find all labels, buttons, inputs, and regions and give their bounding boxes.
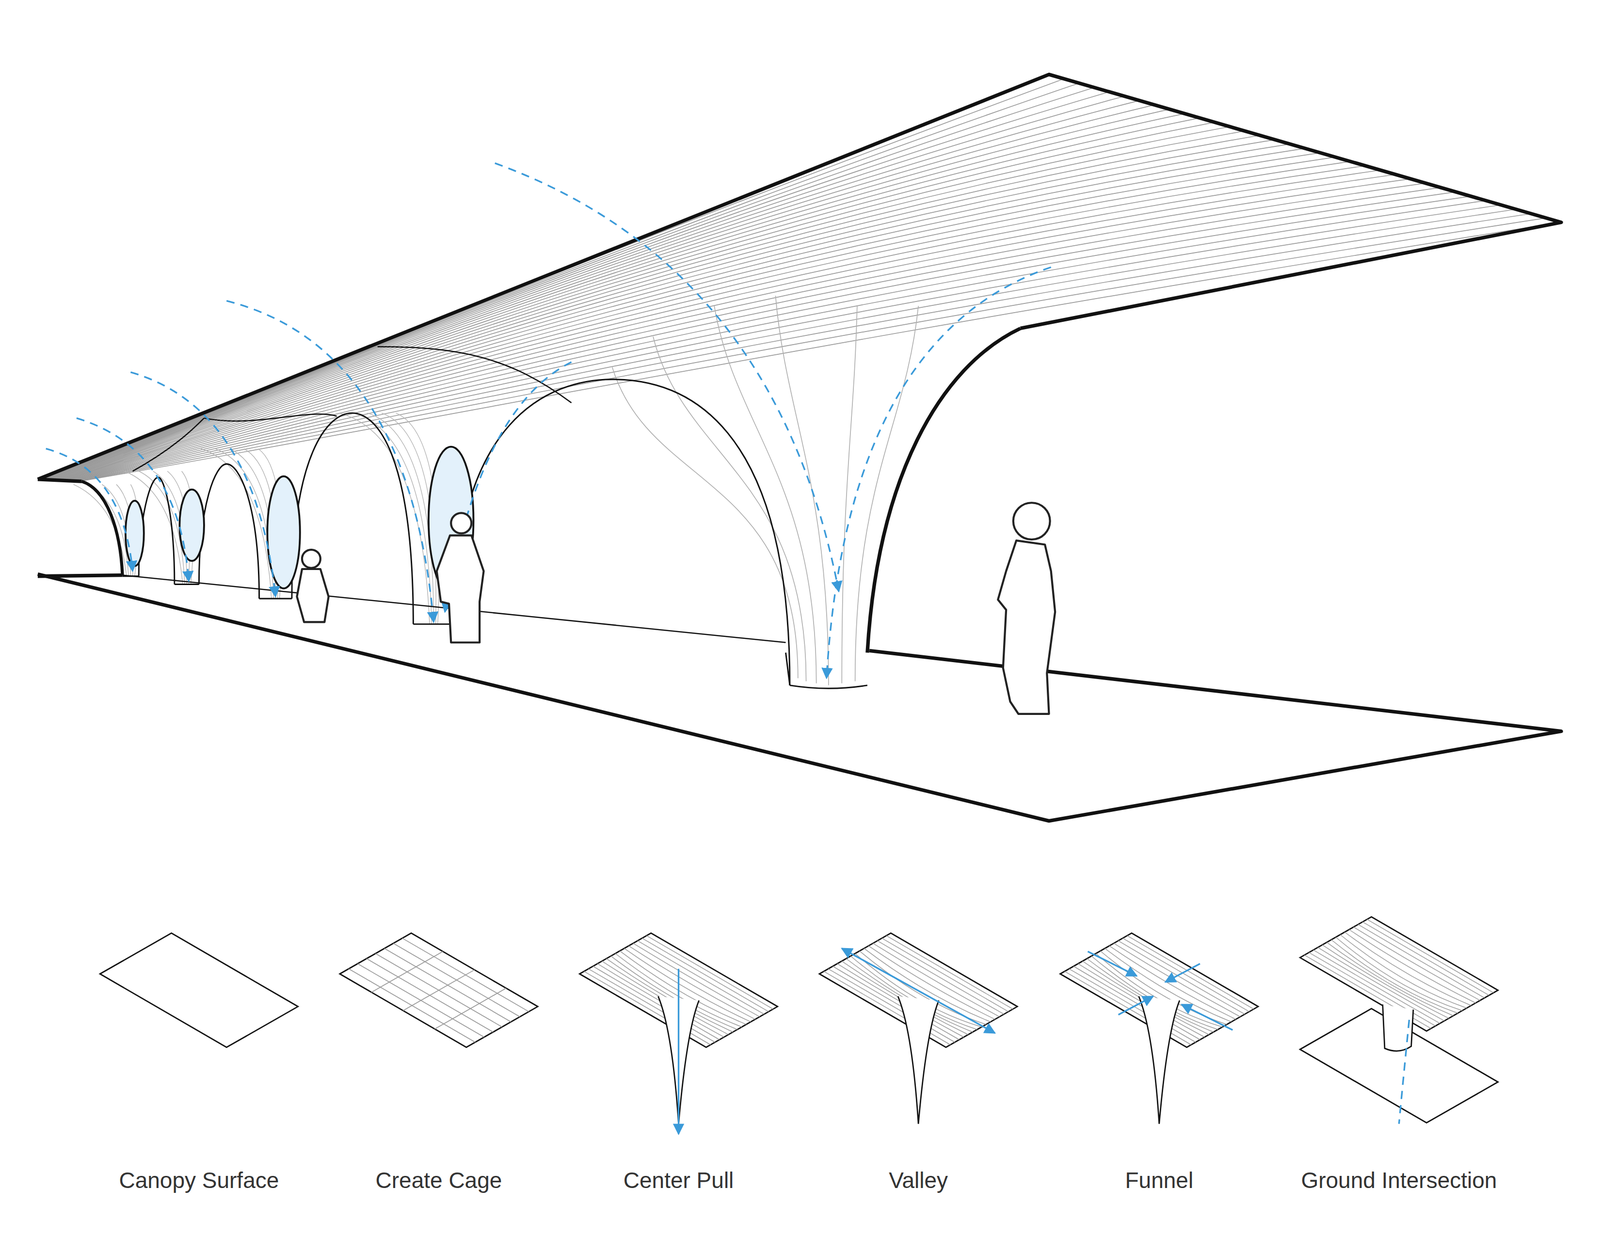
- step-label: Funnel: [1124, 1167, 1194, 1195]
- contour-line: [63, 161, 1351, 481]
- contour-line: [1358, 924, 1485, 998]
- contour-line: [1362, 922, 1489, 996]
- plate-outline: [339, 933, 538, 1048]
- column-opening: [179, 489, 205, 561]
- contour-line: [138, 471, 185, 585]
- contour-line: [637, 941, 765, 1015]
- arch-curve: [454, 379, 790, 686]
- column-base: [122, 575, 140, 577]
- contour-line: [215, 448, 274, 599]
- contour-line: [124, 471, 183, 585]
- contour-line: [1366, 919, 1494, 993]
- cage-line: [348, 969, 476, 1043]
- cage-line: [371, 951, 443, 993]
- column-base: [413, 623, 454, 625]
- flow-arc: [130, 372, 276, 597]
- contour-line: [1353, 927, 1481, 1001]
- flow-arc: [46, 448, 133, 572]
- step-diagrams: [99, 916, 1498, 1135]
- arch-curve: [198, 464, 259, 599]
- contour-line: [73, 484, 127, 576]
- canopy-outline: [37, 74, 1562, 822]
- force-arrow: [1087, 951, 1137, 976]
- column-base: [259, 598, 292, 600]
- cage-line: [375, 953, 502, 1027]
- contour-line: [855, 305, 919, 682]
- column-base: [174, 583, 200, 586]
- force-arrow: [1181, 1004, 1233, 1031]
- flow-arc: [76, 418, 190, 582]
- contour-line: [352, 413, 432, 625]
- flow-arc: [226, 301, 434, 623]
- step-label: Valley: [888, 1167, 948, 1195]
- contour-lines: [40, 74, 1562, 686]
- contour-line: [71, 192, 1456, 481]
- step-label: Create Cage: [375, 1167, 503, 1195]
- force-arrow: [1165, 963, 1200, 983]
- cage-line: [366, 959, 494, 1033]
- contour-line: [841, 305, 858, 684]
- cage-line: [393, 943, 520, 1017]
- step-label: Ground Intersection: [1300, 1167, 1497, 1195]
- contour-line: [367, 413, 434, 625]
- spike-outline: [1138, 996, 1180, 1125]
- cage-line: [384, 948, 512, 1023]
- force-arrow: [841, 948, 995, 1034]
- cage-line: [402, 970, 475, 1011]
- contour-line: [1309, 952, 1436, 1026]
- contour-line: [66, 174, 1396, 481]
- force-arrow: [1118, 996, 1154, 1016]
- columns: [122, 346, 868, 689]
- column-opening: [125, 500, 144, 567]
- cage-line: [357, 963, 485, 1038]
- contour-line: [65, 170, 1381, 481]
- contour-line: [44, 87, 1095, 480]
- contour-line: [612, 367, 799, 679]
- contour-line: [60, 148, 1306, 481]
- column-base: [785, 653, 790, 686]
- spike-outline: [897, 996, 939, 1125]
- contour-line: [1326, 942, 1454, 1016]
- flow-arc: [1398, 1020, 1409, 1125]
- contour-line: [69, 183, 1426, 481]
- contour-line: [1073, 966, 1200, 1040]
- cage-line: [434, 988, 507, 1030]
- step-label: Center Pull: [623, 1167, 735, 1195]
- contour-line: [1349, 929, 1476, 1004]
- plate-outline: [99, 933, 298, 1048]
- contour-line: [68, 178, 1411, 481]
- flow-arrows: [46, 163, 1052, 679]
- arch-curve: [291, 413, 414, 625]
- contour-line: [775, 295, 829, 686]
- contour-line: [1118, 941, 1245, 1015]
- contour-line: [77, 213, 1531, 482]
- contour-line: [653, 336, 807, 682]
- step-label: Canopy Surface: [118, 1167, 279, 1195]
- column-base: [789, 685, 868, 689]
- cage-line: [402, 938, 529, 1012]
- contour-line: [714, 305, 816, 684]
- contour-line: [70, 187, 1441, 481]
- contour-line: [79, 222, 1562, 482]
- contour-line: [75, 205, 1502, 482]
- force-arrow: [677, 969, 680, 1135]
- people: [296, 502, 1056, 715]
- contour-line: [72, 196, 1472, 482]
- contour-line: [73, 200, 1486, 482]
